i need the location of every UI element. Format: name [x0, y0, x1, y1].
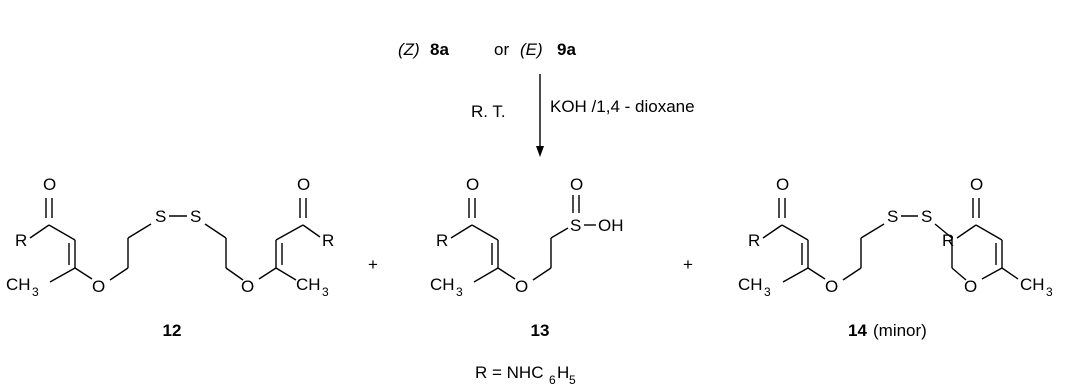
- atom-r: R: [942, 231, 954, 250]
- atom-oh: OH: [598, 216, 624, 235]
- atom-s: S: [155, 207, 166, 226]
- atom-ch: CH: [738, 275, 763, 294]
- atom-sub: 3: [764, 285, 771, 299]
- atom-s: S: [887, 207, 898, 226]
- atom-o: O: [297, 175, 310, 194]
- bond: [109, 267, 129, 281]
- e-label: (E): [520, 40, 543, 59]
- bond: [860, 223, 885, 239]
- bond: [225, 267, 244, 281]
- atom-o: O: [776, 175, 789, 194]
- atom-sub: 3: [32, 285, 39, 299]
- atom-o: O: [964, 277, 977, 296]
- bond: [74, 267, 93, 280]
- bond: [48, 224, 76, 241]
- bond: [258, 267, 277, 280]
- r-definition-h: H: [557, 363, 569, 382]
- atom-o: O: [515, 277, 528, 296]
- r-definition: R = NHC 6 H 5: [475, 363, 576, 387]
- atom-s: S: [190, 207, 201, 226]
- bond: [497, 267, 516, 280]
- structure-12: O R CH 3 O S S O O R CH 3 12: [6, 175, 334, 340]
- bond: [49, 267, 76, 283]
- condition-reagent: KOH /1,4 - dioxane: [550, 97, 695, 116]
- compound-9a: 9a: [557, 40, 576, 59]
- atom-o: O: [241, 277, 254, 296]
- bond: [550, 227, 569, 239]
- bond: [842, 267, 862, 281]
- bond: [1001, 267, 1019, 280]
- label-12: 12: [163, 321, 182, 340]
- label-13: 13: [531, 321, 550, 340]
- bond: [275, 267, 297, 281]
- bond: [782, 267, 809, 283]
- atom-ch: CH: [296, 275, 321, 294]
- atom-s: S: [921, 207, 932, 226]
- or-text: or: [494, 40, 509, 59]
- atom-o: O: [43, 175, 56, 194]
- bond: [956, 224, 977, 239]
- atom-r: R: [748, 231, 760, 250]
- r-definition-sub2: 5: [569, 373, 576, 387]
- bond: [781, 224, 809, 241]
- bond: [29, 224, 50, 239]
- structure-13: O R CH 3 O S O OH 13: [430, 175, 624, 340]
- atom-sub: 3: [456, 285, 463, 299]
- bond: [532, 267, 552, 281]
- arrow-head: [536, 146, 544, 157]
- atom-r: R: [15, 231, 27, 250]
- atom-sub: 3: [1046, 285, 1053, 299]
- r-definition-sub1: 6: [549, 373, 556, 387]
- atom-o: O: [92, 277, 105, 296]
- reactant-line: (Z) 8a or (E) 9a: [398, 40, 576, 59]
- plus-sign: +: [683, 255, 693, 274]
- label-14-note: (minor): [873, 321, 927, 340]
- bond: [975, 224, 1003, 241]
- z-label: (Z): [398, 40, 420, 59]
- bond: [807, 267, 826, 280]
- bond: [981, 267, 1003, 280]
- atom-sub: 3: [322, 285, 329, 299]
- r-definition-lhs: R = NHC: [475, 363, 543, 382]
- atom-o: O: [970, 175, 983, 194]
- bond: [450, 224, 473, 239]
- bond: [951, 267, 967, 281]
- atom-ch: CH: [1020, 275, 1045, 294]
- label-14: 14: [848, 321, 867, 340]
- bond: [204, 223, 227, 239]
- bond: [762, 224, 783, 239]
- atom-s: S: [570, 216, 581, 235]
- atom-o: O: [466, 175, 479, 194]
- atom-o: O: [825, 277, 838, 296]
- bond: [127, 223, 152, 239]
- atom-o: O: [570, 175, 583, 194]
- bond: [934, 223, 953, 239]
- reaction-arrow: R. T. KOH /1,4 - dioxane: [471, 74, 695, 157]
- atom-r: R: [436, 231, 448, 250]
- atom-r: R: [322, 231, 334, 250]
- bond: [302, 224, 321, 238]
- compound-8a: 8a: [430, 40, 449, 59]
- bond: [473, 267, 499, 283]
- plus-sign: +: [368, 255, 378, 274]
- condition-temperature: R. T.: [471, 102, 506, 121]
- structure-14: O R CH 3 O S S O R O CH 3 14 (min: [738, 175, 1053, 340]
- atom-ch: CH: [430, 275, 455, 294]
- atom-ch: CH: [6, 275, 31, 294]
- bond: [471, 224, 499, 241]
- bond: [275, 224, 304, 241]
